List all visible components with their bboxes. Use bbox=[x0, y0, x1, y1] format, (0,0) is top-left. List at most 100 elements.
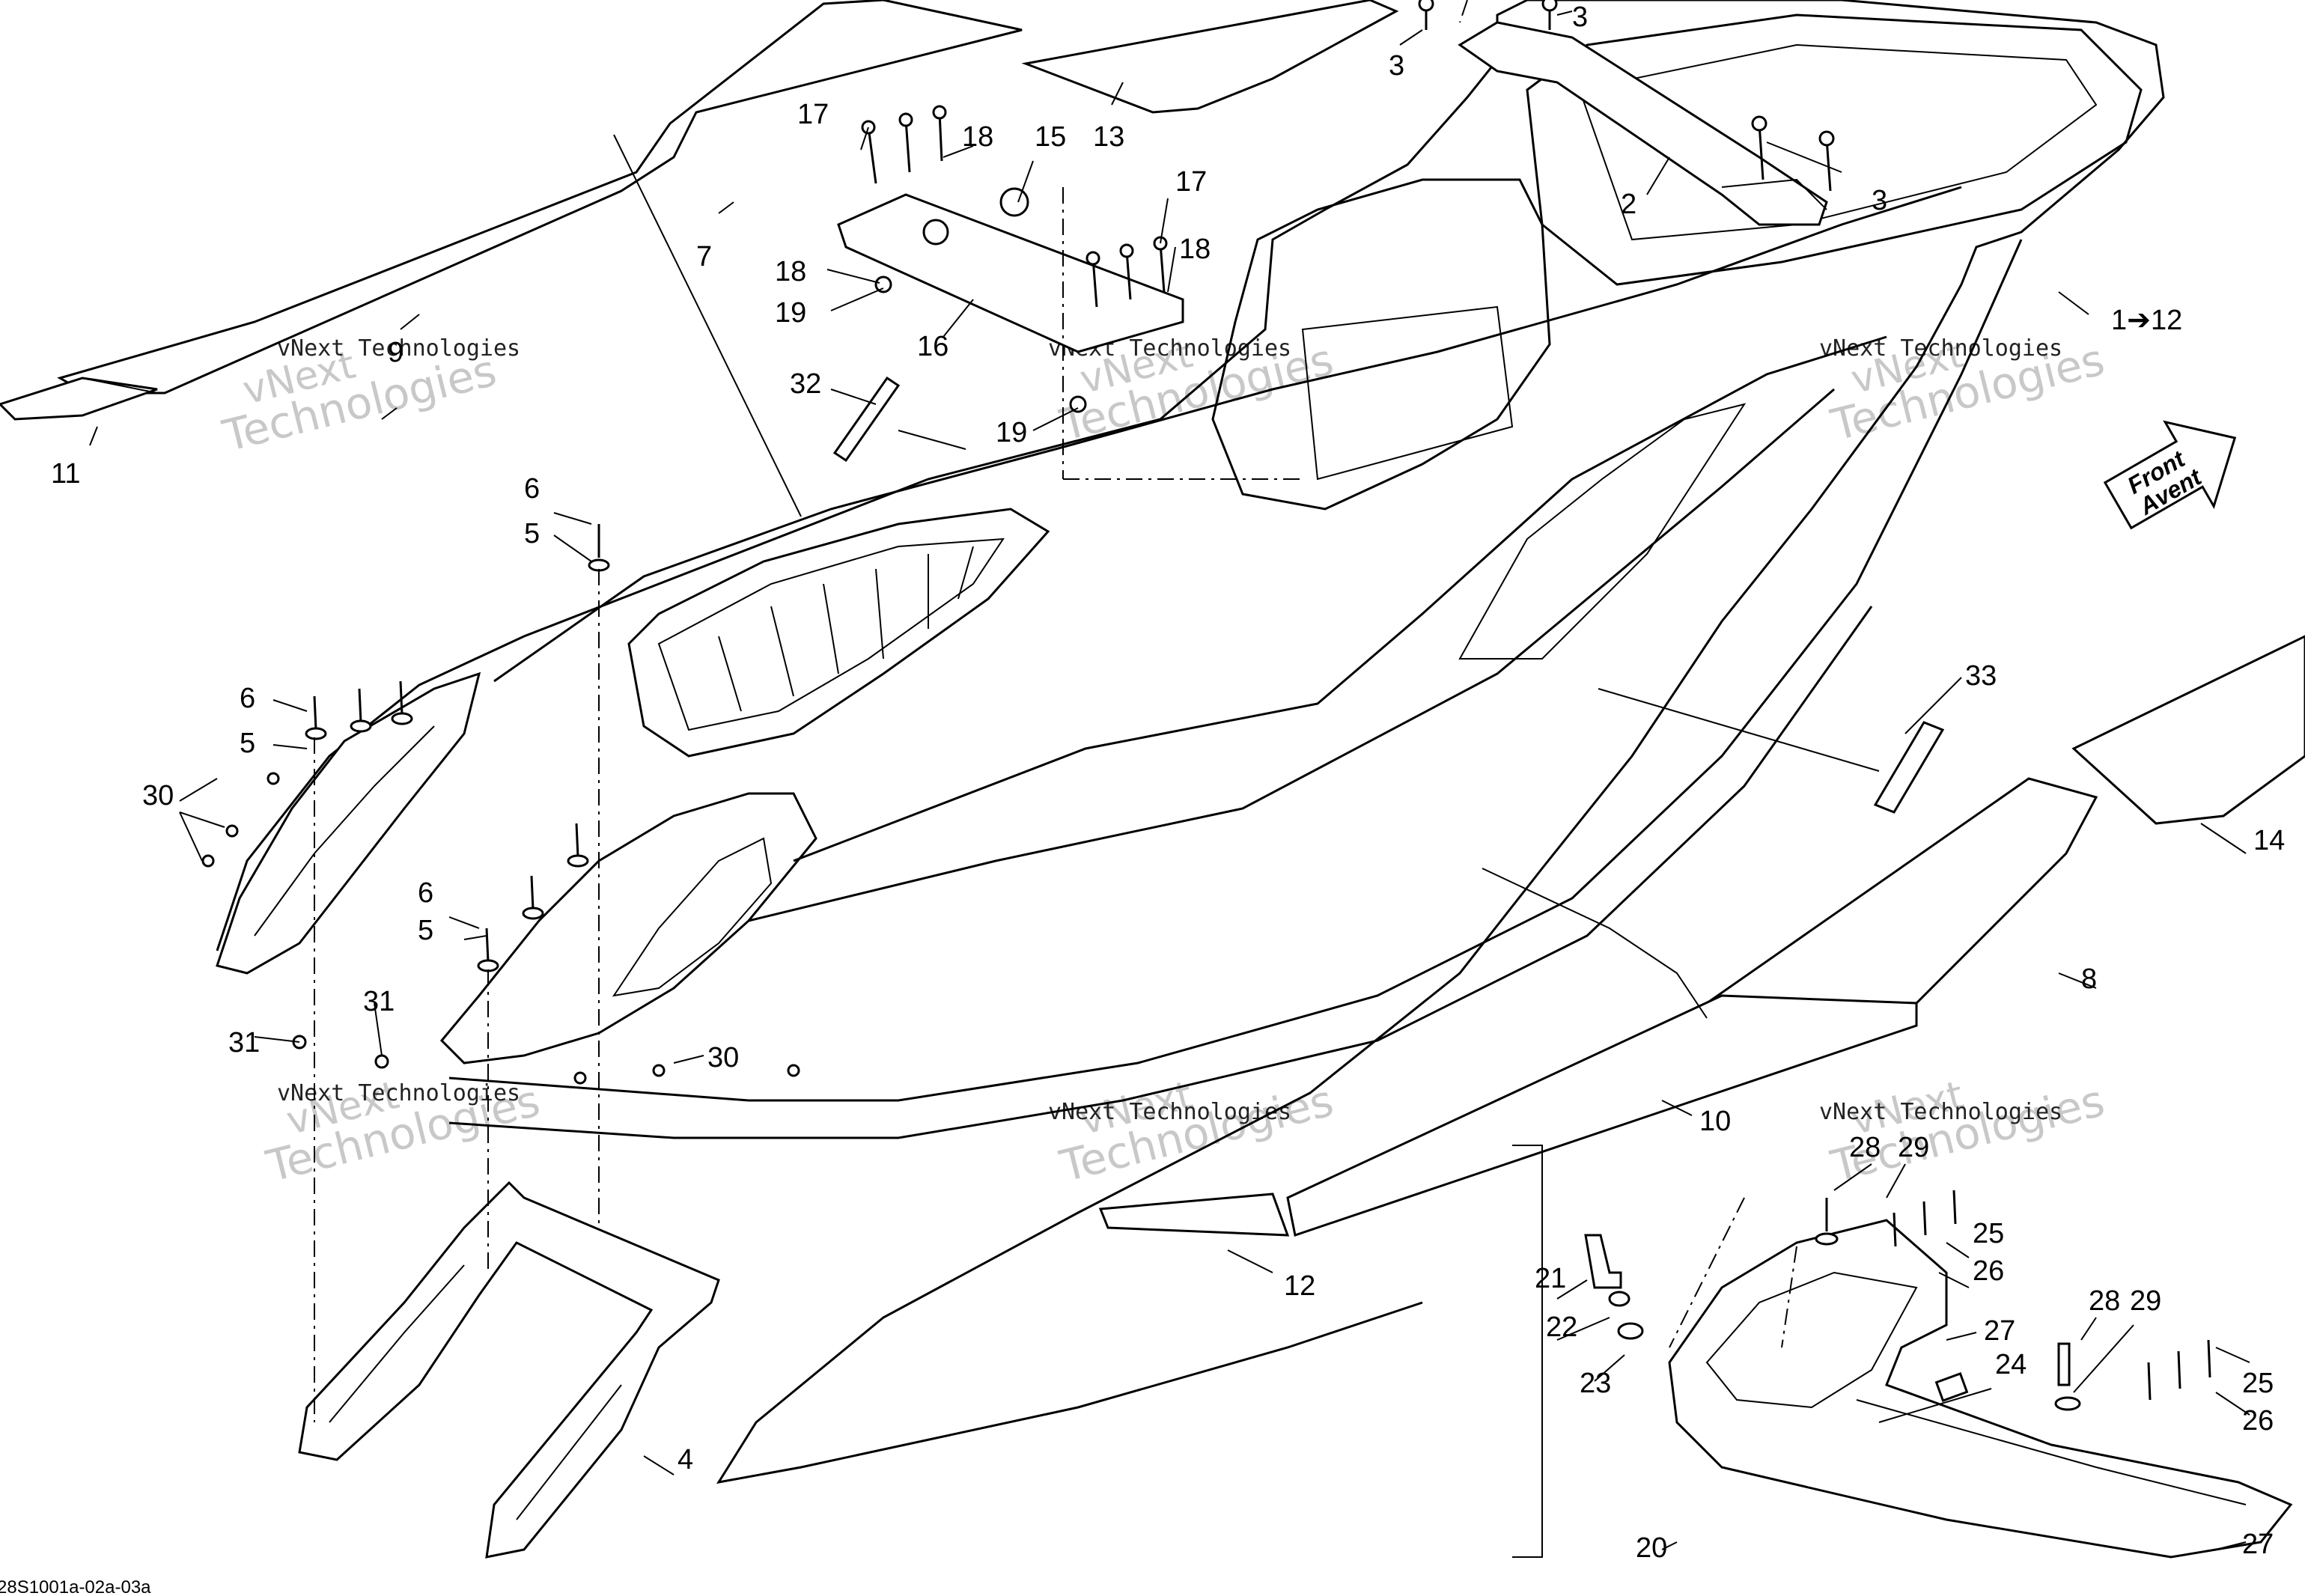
mat-part-11 bbox=[0, 377, 158, 421]
mat-part-12 bbox=[1098, 1193, 1290, 1237]
nut-part-24 bbox=[1934, 1372, 1969, 1402]
callout-27: 27 bbox=[2242, 1529, 2274, 1560]
rear-storage-rim bbox=[1526, 13, 2143, 286]
callout-30: 30 bbox=[142, 780, 174, 811]
callout-5: 5 bbox=[418, 915, 433, 946]
callout-25: 25 bbox=[2242, 1368, 2274, 1399]
callout-18: 18 bbox=[775, 256, 806, 287]
mounting-plate-part-16 bbox=[837, 193, 1184, 353]
nose-compartment bbox=[439, 792, 817, 1064]
rear-bumper-lip bbox=[1856, 1399, 2247, 1505]
drawing-code: 28S1001a-02a-03a bbox=[0, 1577, 151, 1596]
callout-20: 20 bbox=[1636, 1532, 1667, 1564]
hull-side-panel bbox=[793, 335, 1887, 862]
side-pocket bbox=[1458, 403, 1747, 660]
callout-2: 2 bbox=[1621, 189, 1636, 220]
assembly-guide-lines bbox=[314, 0, 1797, 1422]
callout-7: 7 bbox=[696, 241, 712, 272]
grommet bbox=[999, 187, 1029, 217]
rear-brace-tab bbox=[1721, 178, 1827, 210]
callout-24: 24 bbox=[1995, 1349, 2027, 1380]
callout-11: 11 bbox=[51, 458, 80, 490]
rear-bumper-inner bbox=[1705, 1271, 1918, 1409]
callout-3: 3 bbox=[1572, 1, 1588, 33]
callout-9: 9 bbox=[388, 337, 404, 368]
strap-part-32 bbox=[832, 376, 901, 463]
callout-27: 27 bbox=[1984, 1315, 2015, 1347]
plate-part-33 bbox=[1873, 721, 1945, 814]
mat-part-13 bbox=[1021, 0, 1399, 114]
callout-29: 29 bbox=[2130, 1285, 2161, 1317]
bracket-part-4-detail bbox=[329, 1264, 622, 1520]
callout-5: 5 bbox=[240, 728, 255, 759]
callout-6: 6 bbox=[240, 683, 255, 714]
callout-23: 23 bbox=[1580, 1368, 1611, 1399]
hull-chine-line bbox=[448, 606, 1873, 1139]
callout-17: 17 bbox=[1175, 166, 1207, 198]
callout-4: 4 bbox=[678, 1444, 693, 1475]
callout-3: 3 bbox=[1872, 185, 1887, 216]
callout-1-12: 1➔12 bbox=[2111, 305, 2182, 336]
leader-lines bbox=[89, 10, 2250, 1558]
rear-brace-part-2 bbox=[1458, 21, 1828, 226]
callout-26: 26 bbox=[2242, 1405, 2274, 1437]
callout-labels: 1➔12 2 3 3 3 4 5 5 5 6 6 6 7 8 9 10 11 1… bbox=[51, 1, 2285, 1564]
callout-21: 21 bbox=[1535, 1263, 1566, 1294]
hull-deck-line bbox=[448, 239, 2023, 1102]
front-handle-detail bbox=[254, 725, 435, 936]
callout-10: 10 bbox=[1699, 1106, 1731, 1137]
callout-16: 16 bbox=[917, 331, 949, 362]
bracket-part-4 bbox=[298, 1181, 720, 1559]
callout-18: 18 bbox=[1179, 234, 1211, 265]
watermark-name: Technologies bbox=[1055, 1075, 1339, 1192]
rear-bumper-part-20 bbox=[1668, 1219, 2293, 1559]
hull-lower-curve bbox=[1482, 868, 1708, 1019]
mat-part-8 bbox=[1704, 777, 2098, 1012]
front-handle-assembly bbox=[216, 671, 481, 975]
callout-17: 17 bbox=[797, 99, 829, 130]
hull-outline bbox=[216, 0, 2165, 1484]
callout-32: 32 bbox=[790, 368, 821, 400]
callout-19: 19 bbox=[996, 417, 1027, 448]
callout-31: 31 bbox=[228, 1027, 260, 1059]
callout-33: 33 bbox=[1965, 660, 1997, 692]
callout-13: 13 bbox=[1093, 121, 1124, 153]
nose-compartment-inner bbox=[612, 837, 773, 997]
grommet bbox=[922, 219, 949, 246]
hull-upper-rail bbox=[493, 186, 1962, 683]
mat-part-14 bbox=[2071, 635, 2305, 825]
callout-6: 6 bbox=[418, 877, 433, 909]
seat-base-frame bbox=[1211, 178, 1551, 511]
callout-6: 6 bbox=[524, 473, 540, 505]
callout-26: 26 bbox=[1973, 1255, 2004, 1287]
seat-base-box bbox=[1301, 305, 1514, 481]
callout-30: 30 bbox=[707, 1042, 739, 1073]
direction-arrow: Front Avent bbox=[2103, 420, 2237, 530]
front-storage-opening bbox=[627, 508, 1050, 758]
callout-28: 28 bbox=[1849, 1132, 1881, 1163]
mat-seam bbox=[82, 377, 158, 394]
mat-part-9 bbox=[57, 0, 1023, 395]
watermark-name: Technologies bbox=[217, 345, 501, 462]
callout-19: 19 bbox=[775, 297, 806, 329]
callout-25: 25 bbox=[1973, 1218, 2004, 1249]
callout-22: 22 bbox=[1546, 1312, 1577, 1343]
hull-side-curve bbox=[748, 388, 1835, 922]
callout-29: 29 bbox=[1898, 1132, 1929, 1163]
watermark-caption: vNext Technologies bbox=[1048, 1099, 1291, 1125]
fasteners bbox=[201, 0, 2211, 1411]
callout-18: 18 bbox=[962, 121, 993, 153]
callout-5: 5 bbox=[524, 518, 540, 549]
callout-3: 3 bbox=[1389, 50, 1404, 82]
callout-31: 31 bbox=[363, 986, 395, 1017]
front-storage-ribs bbox=[718, 546, 974, 712]
callout-8: 8 bbox=[2081, 963, 2097, 995]
watermark-caption: vNext Technologies bbox=[1819, 1099, 2062, 1125]
mat-part-10 bbox=[1286, 994, 1918, 1237]
watermark-caption: vNext Technologies bbox=[1819, 335, 2062, 362]
callout-12: 12 bbox=[1284, 1270, 1315, 1302]
watermark-caption: vNext Technologies bbox=[277, 1080, 520, 1106]
watermark-caption: vNext Technologies bbox=[277, 335, 520, 362]
callout-14: 14 bbox=[2253, 825, 2285, 856]
